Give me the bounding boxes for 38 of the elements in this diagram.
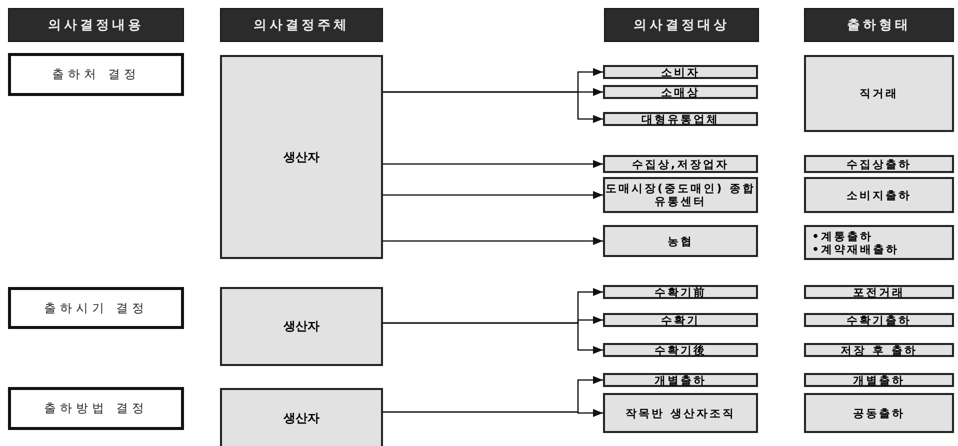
target-box: 수확기後 [603, 343, 758, 357]
arrow [383, 160, 603, 168]
target-box: 수집상,저장업자 [603, 155, 758, 173]
list-item: •계약재배출하 [812, 242, 900, 256]
form-box: 직거래 [804, 55, 954, 132]
form-box [804, 225, 954, 260]
form-box: 소비지출하 [804, 177, 954, 213]
arrow [383, 322, 603, 354]
arrow [383, 91, 603, 123]
column-header: 의사결정내용 [8, 8, 184, 42]
decision-box: 출하처 결정 [8, 53, 184, 96]
form-box: 공동출하 [804, 393, 954, 433]
arrow [383, 191, 603, 199]
target-box: 도매시장(중도매인) 종합유통센터 [603, 177, 758, 213]
form-box: 개별출하 [804, 373, 954, 387]
column-header: 의사결정주체 [220, 8, 383, 42]
producer-box: 생산자 [220, 388, 383, 446]
target-box: 작목반 생산자조직 [603, 393, 758, 433]
target-box: 수확기前 [603, 285, 758, 299]
form-box: 수확기출하 [804, 313, 954, 327]
form-box: 포전거래 [804, 285, 954, 299]
column-header: 의사결정대상 [604, 8, 759, 42]
target-box: 대형유통업체 [603, 112, 758, 126]
decision-box: 출하시기 결정 [8, 287, 184, 329]
form-box: 저장 후 출하 [804, 343, 954, 357]
target-box: 개별출하 [603, 373, 758, 387]
list-item: •계통출하 [812, 230, 874, 242]
decision-box: 출하방법 결정 [8, 387, 184, 430]
producer-box: 생산자 [220, 55, 383, 259]
column-header: 출하형태 [804, 8, 954, 42]
target-box: 농협 [603, 225, 758, 257]
target-box: 소매상 [603, 85, 758, 99]
arrow [383, 237, 603, 245]
target-box: 수확기 [603, 313, 758, 327]
arrow [383, 409, 603, 417]
form-box: 수집상출하 [804, 155, 954, 173]
target-box: 소비자 [603, 65, 758, 79]
producer-box: 생산자 [220, 287, 383, 366]
